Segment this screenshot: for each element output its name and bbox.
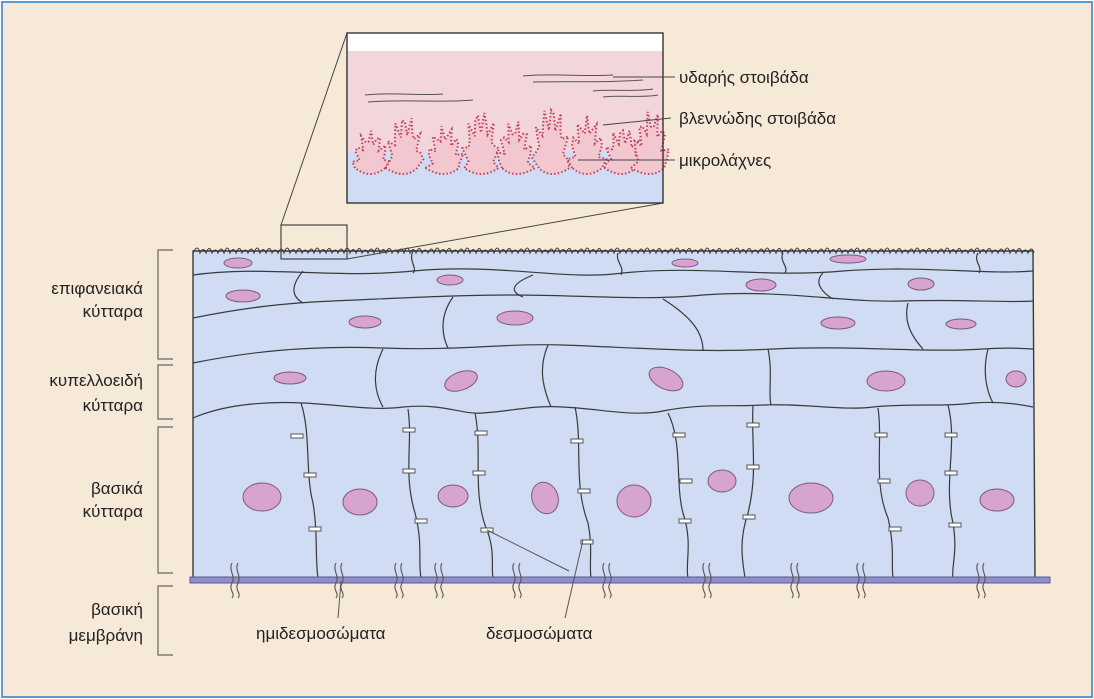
nucleus [437, 275, 463, 285]
nucleus [746, 279, 776, 291]
epithelium-block [190, 248, 1050, 598]
label-superficial-1: επιφανειακά [51, 279, 143, 298]
nucleus [908, 278, 934, 290]
bracket-wing [158, 365, 173, 419]
corneal-epithelium-diagram: υδαρής στοιβάδα βλεννώδης στοιβάδα μικρο… [3, 3, 1091, 696]
label-superficial-2: κύτταρα [83, 302, 143, 321]
nucleus [438, 485, 468, 507]
nucleus [497, 311, 533, 325]
nucleus [224, 258, 252, 268]
nucleus [243, 483, 281, 511]
nucleus [906, 480, 934, 506]
nucleus [343, 489, 377, 515]
nucleus [672, 259, 698, 267]
nucleus [274, 372, 306, 384]
zoom-inset [281, 33, 675, 259]
nucleus [867, 371, 905, 391]
layer-brackets [158, 250, 173, 655]
label-wing-1: κυπελλοειδή [49, 371, 143, 390]
label-microvilli: μικρολάχνες [679, 151, 771, 170]
label-hemidesmosomes: ημιδεσμοσώματα [256, 624, 386, 643]
nucleus [830, 255, 866, 263]
zoom-connector [281, 33, 347, 225]
bracket-membrane [158, 586, 173, 655]
nucleus [789, 483, 833, 513]
label-desmosomes: δεσμοσώματα [486, 624, 593, 643]
nucleus [980, 489, 1014, 511]
label-basal-1: βασικά [91, 479, 143, 498]
label-water-layer: υδαρής στοιβάδα [679, 68, 809, 87]
nucleus [1006, 371, 1026, 387]
bracket-basal [158, 427, 173, 573]
leader-hemidesmosomes [338, 581, 341, 618]
nucleus [349, 316, 381, 328]
label-membrane-1: βασική [91, 600, 143, 619]
nucleus [617, 485, 651, 517]
label-membrane-2: μεμβράνη [69, 626, 143, 645]
nucleus [946, 319, 976, 329]
bracket-superficial [158, 250, 173, 359]
label-basal-2: κύτταρα [83, 502, 143, 521]
basement-membrane [190, 577, 1050, 583]
nucleus [226, 290, 260, 302]
nucleus [708, 470, 736, 492]
nucleus [821, 317, 855, 329]
label-mucus-layer: βλεννώδης στοιβάδα [679, 109, 836, 128]
inset-water-layer [347, 33, 663, 51]
label-wing-2: κύτταρα [83, 396, 143, 415]
